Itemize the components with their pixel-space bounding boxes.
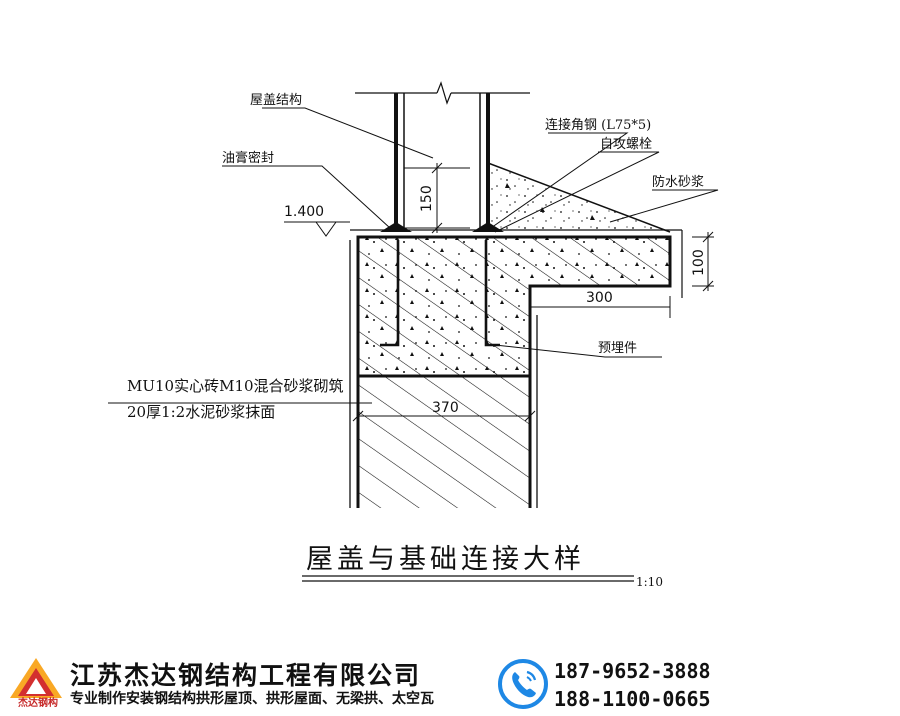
label-roof-structure: 屋盖结构	[250, 93, 302, 108]
title-underline	[302, 575, 634, 582]
dimension-150: 150	[419, 185, 435, 212]
dimension-lines	[284, 162, 714, 422]
label-masonry-1: MU10实心砖M10混合砂浆砌筑	[127, 377, 344, 395]
label-embedded-part: 预埋件	[598, 341, 637, 356]
drawing-scale: 1:10	[636, 575, 663, 589]
elevation-mark: 1.400	[284, 204, 324, 220]
company-logo-icon	[10, 658, 62, 698]
dimension-300: 300	[586, 290, 613, 306]
dimension-370: 370	[432, 400, 459, 416]
leader-lines	[108, 107, 719, 404]
waterproof-mortar	[487, 162, 671, 233]
company-services: 专业制作安装钢结构拱形屋顶、拱形屋面、无梁拱、太空瓦	[70, 691, 434, 707]
drawing-title: 屋盖与基础连接大样	[306, 544, 585, 575]
brick-wall	[349, 240, 538, 508]
label-angle-steel: 连接角钢 (L75*5)	[545, 117, 651, 133]
connection-detail-drawing: 屋盖结构 油膏密封 连接角钢 (L75*5) 自攻螺栓 防水砂浆 预埋件 MU1…	[108, 81, 719, 589]
company-name: 江苏杰达钢结构工程有限公司	[70, 661, 422, 690]
company-footer: 杰达钢构 江苏杰达钢结构工程有限公司 专业制作安装钢结构拱形屋顶、拱形屋面、无梁…	[0, 650, 900, 716]
logo-text: 杰达钢构	[18, 698, 58, 709]
phone-icon	[498, 659, 548, 709]
label-waterproof-mortar: 防水砂浆	[652, 174, 704, 190]
label-self-tapping-bolt: 自攻螺栓	[600, 137, 652, 152]
phone-number-2: 188-1100-0665	[554, 687, 711, 711]
phone-number-1: 187-9652-3888	[554, 659, 711, 683]
dimension-100: 100	[691, 249, 707, 276]
label-sealant: 油膏密封	[222, 150, 274, 166]
label-masonry-2: 20厚1:2水泥砂浆抹面	[127, 403, 275, 421]
